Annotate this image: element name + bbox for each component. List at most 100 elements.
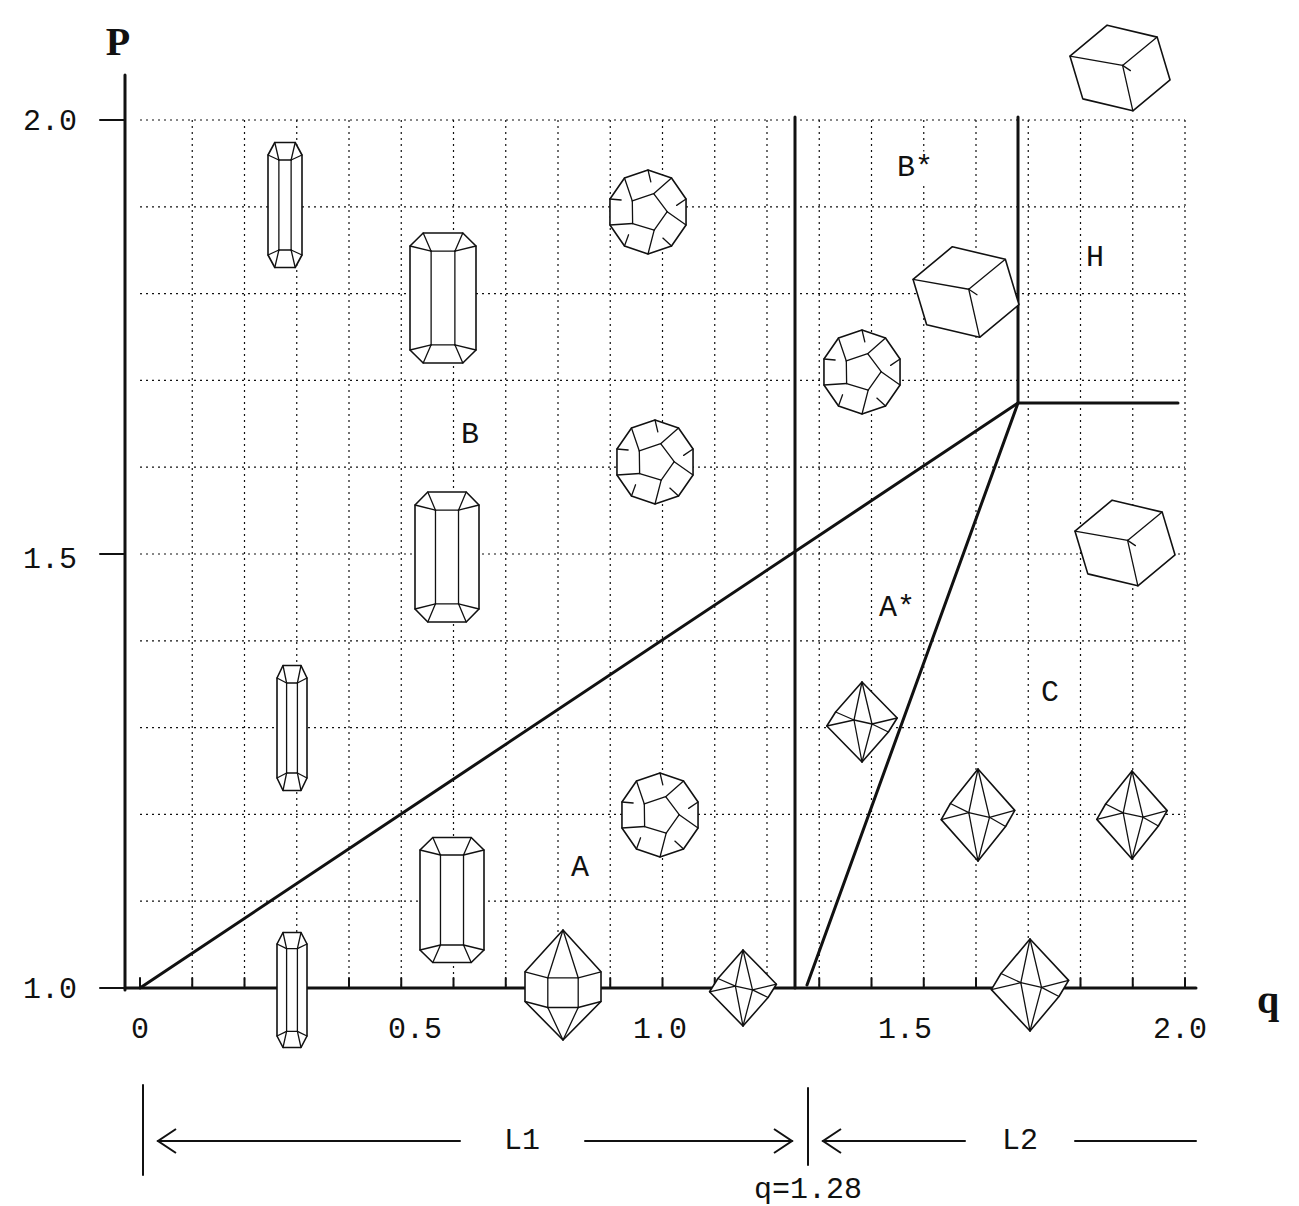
crystal-edge	[991, 983, 1020, 990]
crystal-edge	[854, 720, 862, 762]
crystal-edge	[297, 773, 301, 791]
x-tick	[818, 978, 820, 988]
crystal-edge	[648, 170, 651, 182]
y-tick	[100, 119, 125, 121]
crystal-edge	[1123, 813, 1143, 817]
polyhedron-crystal	[824, 330, 900, 414]
crystal-edge	[624, 178, 632, 201]
crystal-edge	[283, 933, 287, 949]
crystal-outline	[525, 930, 601, 1040]
crystal-edge	[297, 949, 298, 1032]
crystal-edge	[420, 850, 440, 855]
crystal-outline	[610, 170, 686, 254]
crystal-outline	[1070, 25, 1170, 111]
crystal-edge	[847, 384, 869, 391]
grid-line	[401, 120, 402, 988]
crystal-edge	[655, 420, 658, 432]
crystal-edge	[459, 492, 467, 510]
crystal-edge	[1042, 980, 1069, 987]
crystal-edge	[1128, 540, 1136, 545]
crystal-edge	[297, 683, 298, 773]
polyhedron-crystal	[610, 170, 686, 254]
crystal-edge	[297, 1031, 301, 1047]
crystal-edge	[279, 159, 291, 160]
crystal-edge	[287, 772, 298, 773]
prism-crystal	[277, 933, 307, 1048]
octahedron-crystal	[1097, 771, 1167, 859]
crystal-edge	[1070, 56, 1123, 65]
crystal-edge	[431, 344, 455, 345]
crystal-edge	[578, 972, 601, 978]
crystal-edge	[846, 354, 867, 361]
crystal-edge	[459, 604, 467, 622]
crystal-edge	[978, 817, 990, 861]
crystal-edge	[854, 682, 862, 720]
crystal-edge	[1128, 540, 1138, 585]
crystal-edge	[654, 212, 667, 230]
region-label: B*	[894, 152, 936, 185]
crystal-edge	[661, 428, 679, 444]
crystal-outline	[827, 682, 897, 762]
crystal-edge	[950, 804, 968, 813]
crystal-edge	[1030, 939, 1042, 987]
crystal-outline	[1097, 771, 1167, 859]
crystal-outline	[420, 838, 484, 963]
crystal-edge	[286, 683, 287, 773]
crystal-edge	[872, 724, 888, 732]
grid-line	[140, 293, 1185, 294]
prism-crystal	[268, 143, 302, 268]
crystal-edge	[969, 769, 978, 813]
crystal-edge	[525, 972, 548, 978]
axis-name: q	[1254, 978, 1282, 1022]
crystal-edge	[547, 978, 548, 1008]
crystal-outline	[913, 247, 1019, 338]
crystal-edge	[297, 933, 301, 949]
axes	[100, 75, 1196, 990]
crystal-edge	[872, 718, 897, 724]
crystal-edge	[639, 444, 660, 451]
crystal-edge	[548, 930, 563, 978]
crystal-edge	[655, 480, 661, 504]
x-tick	[505, 978, 507, 988]
crystal-edge	[464, 838, 472, 856]
crystal-edge	[455, 233, 463, 251]
crystal-edge	[660, 773, 663, 785]
crystal-edge	[679, 815, 698, 828]
crystal-edge	[283, 1031, 287, 1047]
range-label: L1	[501, 1125, 543, 1158]
crystal-edge	[287, 948, 298, 949]
crystal-edge	[525, 1002, 548, 1008]
crystal-edge	[941, 813, 969, 820]
crystal-edge	[430, 251, 431, 345]
crystal-edge	[881, 372, 900, 385]
region-label: C	[1038, 677, 1062, 710]
crystal-edge	[464, 945, 472, 963]
y-tick	[100, 987, 125, 989]
crystal-edge	[563, 930, 578, 978]
crystal-edge	[622, 801, 633, 803]
crystal-edge	[710, 986, 736, 992]
crystal-edge	[428, 604, 436, 622]
crystal-edge	[670, 488, 679, 496]
grid-line	[140, 119, 1185, 120]
crystal-edge	[458, 510, 459, 604]
crystal-edge	[622, 827, 645, 828]
crystal-edge	[990, 810, 1015, 817]
crystal-edge	[648, 230, 654, 254]
x-tick	[609, 978, 611, 988]
crystal-edge	[291, 143, 295, 161]
crystal-outline	[277, 933, 307, 1048]
range-arrow	[158, 1140, 460, 1142]
polyhedron-crystal	[622, 773, 698, 857]
crystal-edge	[636, 781, 644, 804]
crystal-edge	[290, 160, 291, 250]
crystal-edge	[1097, 813, 1123, 820]
crystal-edge	[877, 398, 886, 406]
crystal-edge	[663, 238, 672, 246]
x-tick	[871, 978, 873, 988]
crystal-edge	[846, 361, 848, 384]
grid-line	[348, 120, 349, 988]
crystal-edge	[440, 855, 441, 945]
crystal-edge	[862, 330, 865, 342]
arrow-head	[774, 1129, 792, 1153]
